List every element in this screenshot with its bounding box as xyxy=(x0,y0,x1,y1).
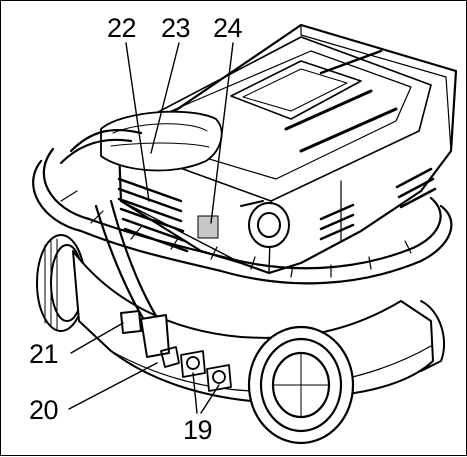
callout-22: 22 xyxy=(107,13,137,43)
hose-connector xyxy=(240,200,290,248)
filter-window xyxy=(100,110,223,172)
front-vent-grille xyxy=(117,177,189,253)
callout-20: 20 xyxy=(29,395,59,425)
front-right-wheel xyxy=(247,325,355,445)
callout-21: 21 xyxy=(29,339,59,369)
cable-hook xyxy=(160,346,180,368)
callout-23: 23 xyxy=(161,13,191,43)
callout-19: 19 xyxy=(183,415,213,445)
side-vent-grille xyxy=(319,167,437,241)
nozzle-holder xyxy=(120,310,170,358)
power-sockets xyxy=(180,350,232,392)
leader-lines xyxy=(68,42,234,414)
warning-label xyxy=(197,215,219,239)
callout-24: 24 xyxy=(213,13,243,43)
rear-right-wheel xyxy=(420,300,446,372)
